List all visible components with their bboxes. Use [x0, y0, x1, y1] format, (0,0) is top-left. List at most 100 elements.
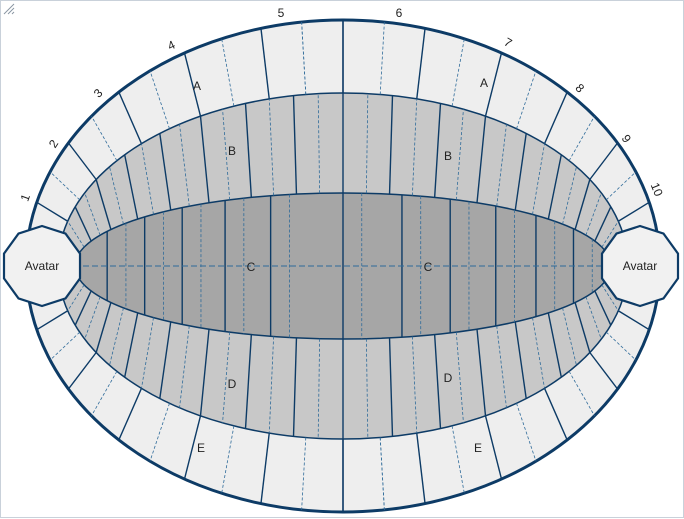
- outer-seat-divider: [484, 52, 503, 117]
- outer-seat-guide: [606, 171, 637, 201]
- outer-seat-guide: [91, 371, 118, 416]
- seat-number-label: 8: [573, 81, 588, 96]
- outer-seat-guide: [301, 22, 307, 95]
- section-label-bottom-outer: E: [474, 441, 482, 455]
- middle-seat-divider: [594, 290, 612, 326]
- section-label-center: C: [424, 260, 433, 274]
- section-label-top-middle: B: [444, 149, 452, 163]
- middle-seat-divider: [95, 179, 112, 230]
- middle-seat-guide: [84, 192, 101, 236]
- middle-seat-guide: [411, 336, 418, 434]
- avatar-right[interactable]: [600, 224, 680, 308]
- middle-seat-guide: [532, 143, 545, 215]
- middle-seat-divider: [159, 321, 172, 399]
- middle-seat-guide: [268, 336, 275, 434]
- section-label-bottom-outer: E: [197, 441, 205, 455]
- outer-seat-divider: [416, 28, 426, 99]
- outer-seat-divider: [617, 310, 650, 331]
- middle-seat-divider: [159, 133, 172, 211]
- outer-seat-divider: [183, 52, 202, 117]
- outer-seat-divider: [118, 91, 143, 144]
- avatar-left-label: Avatar: [25, 259, 59, 273]
- middle-seat-guide: [84, 296, 101, 340]
- middle-seat-guide: [141, 143, 154, 215]
- section-label-top-outer: A: [193, 79, 201, 93]
- middle-seat-guide: [365, 338, 369, 439]
- middle-seat-guide: [455, 332, 464, 423]
- outer-seat-guide: [379, 437, 385, 510]
- section-label-top-middle: B: [228, 144, 236, 158]
- middle-seat-guide: [141, 317, 154, 389]
- outer-seat-divider: [589, 142, 619, 180]
- avatar-right-label: Avatar: [623, 259, 657, 273]
- seat-number-label: 2: [46, 137, 62, 150]
- middle-seat-guide: [496, 325, 507, 408]
- middle-seat-guide: [585, 296, 602, 340]
- middle-seat-divider: [514, 133, 527, 211]
- outer-seat-divider: [183, 415, 202, 480]
- seat-number-label: 10: [648, 181, 666, 199]
- middle-seat-guide: [222, 109, 231, 200]
- middle-seat-guide: [268, 98, 275, 196]
- outer-seat-guide: [221, 38, 235, 107]
- middle-seat-divider: [476, 116, 487, 203]
- middle-seat-guide: [601, 284, 619, 311]
- middle-seat-divider: [244, 103, 253, 198]
- middle-seat-divider: [476, 329, 487, 416]
- outer-seat-divider: [543, 91, 568, 144]
- middle-seat-guide: [585, 192, 602, 236]
- middle-seat-divider: [388, 337, 394, 437]
- section-label-top-outer: A: [480, 76, 488, 90]
- outer-seat-divider: [36, 201, 69, 222]
- outer-seat-guide: [451, 38, 465, 107]
- middle-seat-guide: [317, 338, 321, 439]
- middle-seat-divider: [123, 312, 139, 378]
- seat-number-label: 9: [619, 132, 634, 146]
- outer-seat-divider: [67, 352, 97, 390]
- middle-seat-guide: [67, 284, 85, 311]
- seat-number-label: 6: [396, 6, 403, 20]
- middle-seat-divider: [433, 103, 442, 198]
- middle-seat-divider: [74, 290, 92, 326]
- resize-grip-icon[interactable]: [1, 1, 15, 15]
- outer-seat-divider: [67, 142, 97, 180]
- middle-seat-divider: [547, 154, 563, 220]
- outer-seat-divider: [484, 415, 503, 480]
- middle-seat-guide: [601, 221, 619, 248]
- outer-seat-divider: [118, 388, 143, 441]
- middle-seat-guide: [179, 124, 190, 207]
- middle-seat-divider: [574, 302, 591, 353]
- avatar-left[interactable]: [2, 224, 82, 308]
- middle-seat-divider: [292, 95, 298, 195]
- middle-seat-divider: [292, 337, 298, 437]
- middle-seat-guide: [532, 317, 545, 389]
- outer-seat-guide: [91, 116, 118, 161]
- middle-seat-guide: [222, 332, 231, 423]
- outer-seat-guide: [149, 403, 170, 462]
- middle-seat-divider: [514, 321, 527, 399]
- section-label-bottom-middle: D: [444, 371, 453, 385]
- middle-seat-divider: [388, 95, 394, 195]
- middle-seat-divider: [199, 116, 210, 203]
- middle-seat-divider: [433, 334, 442, 429]
- outer-seat-divider: [260, 433, 270, 504]
- outer-seat-guide: [568, 116, 595, 161]
- seat-number-label: 7: [502, 35, 515, 51]
- outer-seat-guide: [516, 403, 537, 462]
- outer-seat-guide: [568, 371, 595, 416]
- outer-seat-guide: [49, 171, 80, 201]
- outer-seat-guide: [451, 425, 465, 494]
- middle-seat-divider: [547, 312, 563, 378]
- outer-seat-guide: [49, 331, 80, 361]
- outer-seat-guide: [149, 70, 170, 129]
- middle-seat-guide: [67, 221, 85, 248]
- outer-seat-guide: [221, 425, 235, 494]
- outer-seat-divider: [589, 352, 619, 390]
- middle-seat-divider: [123, 154, 139, 220]
- middle-seat-guide: [496, 124, 507, 207]
- middle-seat-guide: [179, 325, 190, 408]
- middle-seat-guide: [365, 93, 369, 194]
- outer-seat-divider: [36, 310, 69, 331]
